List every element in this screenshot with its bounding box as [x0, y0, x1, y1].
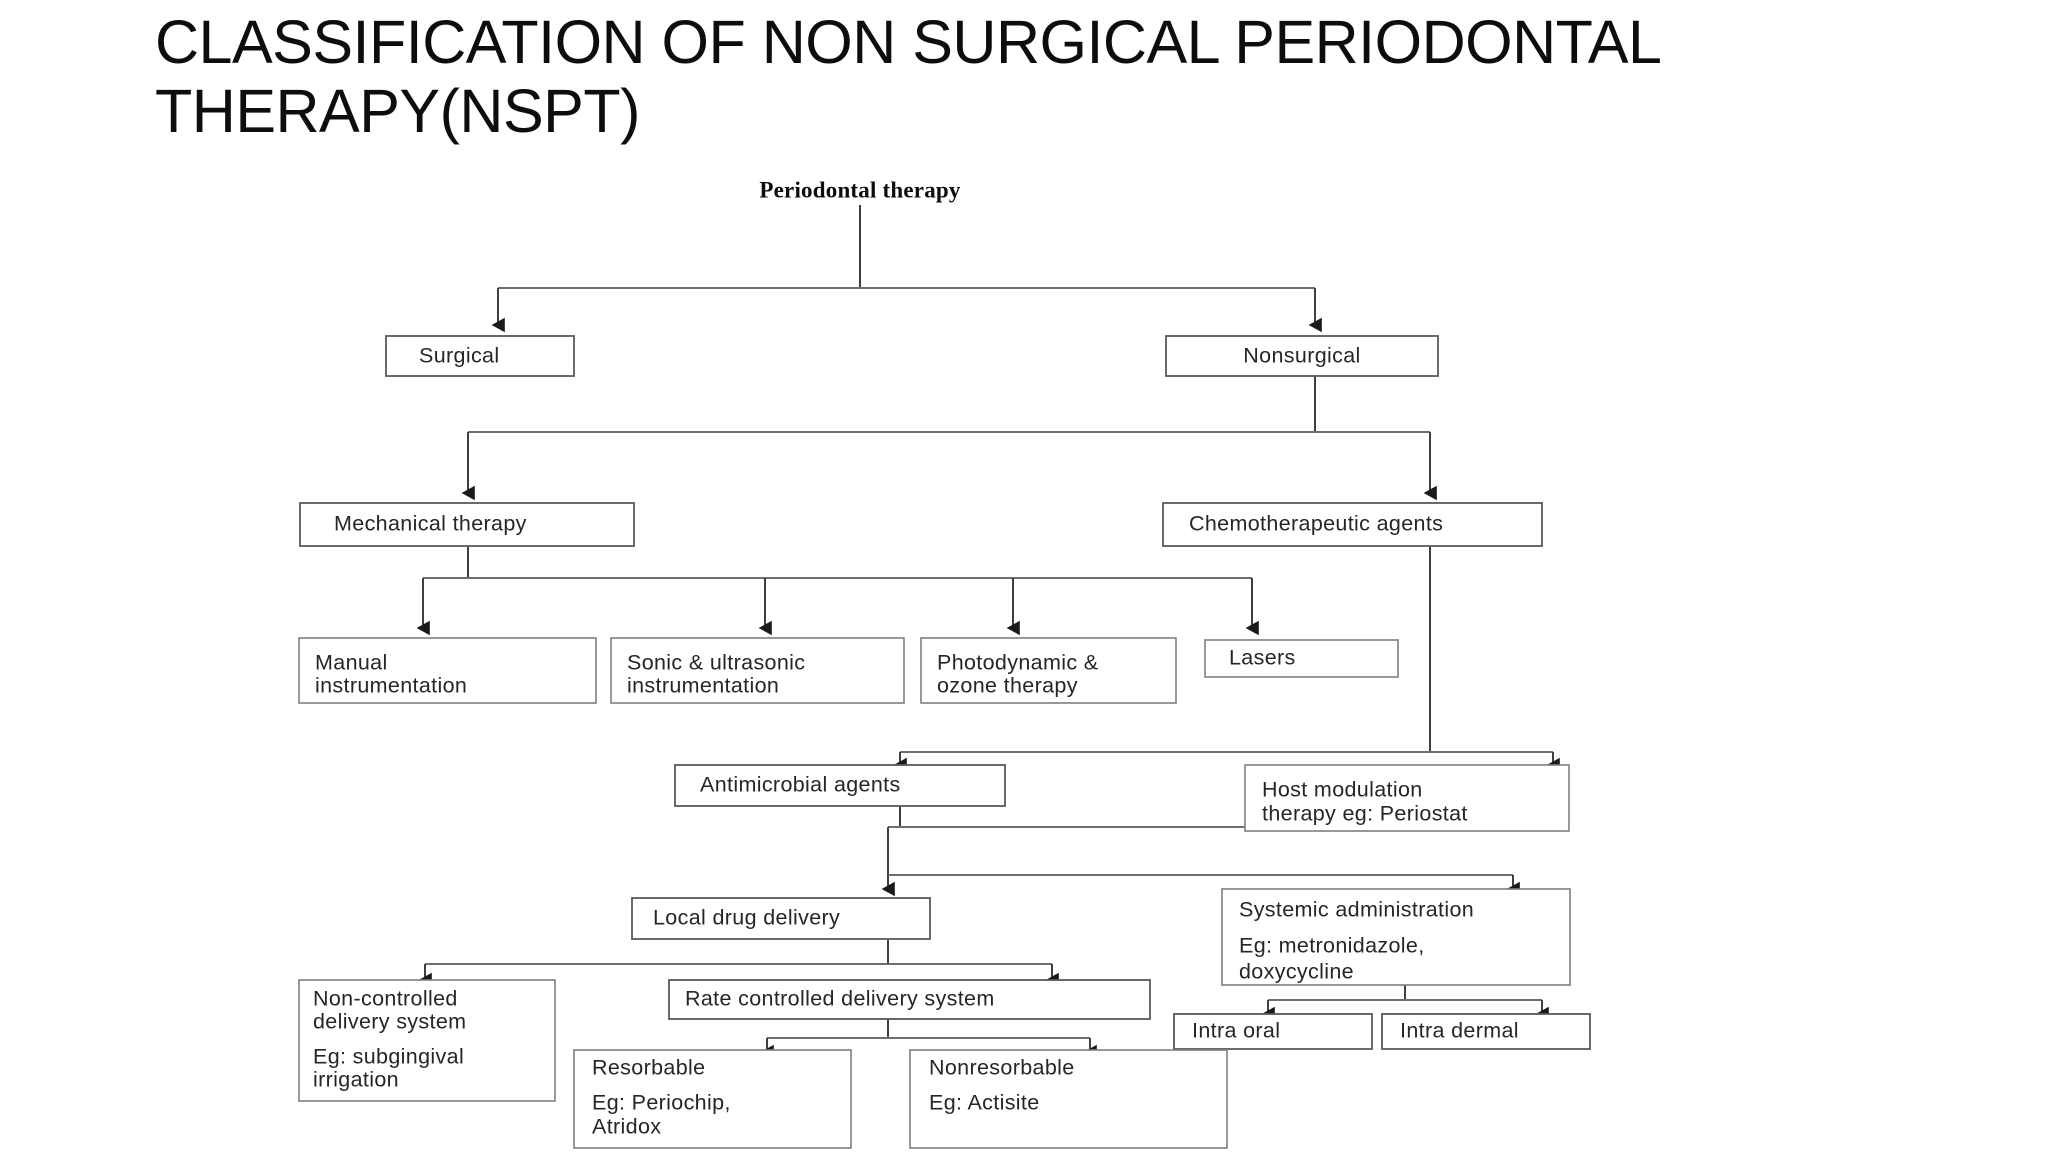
- node-photodynamic-ozone-therapy-box: [920, 637, 1177, 704]
- node-non-controlled-delivery-system-label-line3: Eg: subgingival: [313, 1045, 464, 1069]
- node-mechanical-therapy-label: Mechanical therapy: [334, 512, 527, 536]
- node-non-controlled-delivery-system-label-line2: delivery system: [313, 1010, 466, 1034]
- node-periodontal-therapy-label: Periodontal therapy: [759, 177, 960, 202]
- node-local-drug-delivery-label: Local drug delivery: [653, 906, 840, 930]
- node-host-modulation-therapy-box: [1244, 764, 1570, 832]
- node-nonsurgical-label: Nonsurgical: [1243, 344, 1360, 368]
- node-manual-instrumentation[interactable]: Manual instrumentation: [298, 637, 597, 704]
- node-chemotherapeutic-agents[interactable]: Chemotherapeutic agents: [1162, 502, 1543, 547]
- node-host-modulation-therapy[interactable]: Host modulation therapy eg: Periostat: [1244, 764, 1570, 832]
- node-sonic-ultrasonic-instrumentation[interactable]: Sonic & ultrasonic instrumentation: [610, 637, 905, 704]
- node-local-drug-delivery[interactable]: Local drug delivery: [631, 897, 931, 940]
- node-intra-dermal-label: Intra dermal: [1400, 1019, 1519, 1043]
- node-intra-oral-box: [1173, 1013, 1373, 1050]
- node-nonresorbable[interactable]: Nonresorbable Eg: Actisite: [909, 1049, 1228, 1149]
- node-local-drug-delivery-box: [631, 897, 931, 940]
- node-lasers[interactable]: Lasers: [1204, 639, 1399, 678]
- node-surgical-box: [385, 335, 575, 377]
- node-photodynamic-ozone-therapy-label-line1: Photodynamic &: [937, 651, 1098, 675]
- page-title: CLASSIFICATION OF NON SURGICAL PERIODONT…: [155, 8, 1675, 145]
- node-manual-instrumentation-box: [298, 637, 597, 704]
- node-photodynamic-ozone-therapy-label-line2: ozone therapy: [937, 674, 1078, 698]
- node-intra-oral-label: Intra oral: [1192, 1019, 1280, 1043]
- node-periodontal-therapy[interactable]: Periodontal therapy: [759, 177, 960, 202]
- node-rate-controlled-delivery-system-box: [668, 979, 1151, 1020]
- node-nonsurgical-box: [1165, 335, 1439, 377]
- node-systemic-administration-box: [1221, 888, 1571, 986]
- node-rate-controlled-delivery-system-label: Rate controlled delivery system: [685, 987, 995, 1011]
- node-resorbable[interactable]: Resorbable Eg: Periochip, Atridox: [573, 1049, 852, 1149]
- node-photodynamic-ozone-therapy[interactable]: Photodynamic & ozone therapy: [920, 637, 1177, 704]
- node-surgical-label: Surgical: [419, 344, 499, 368]
- node-intra-oral[interactable]: Intra oral: [1173, 1013, 1373, 1050]
- node-resorbable-label-line1: Resorbable: [592, 1056, 705, 1080]
- node-non-controlled-delivery-system-box: [298, 979, 556, 1102]
- node-lasers-label: Lasers: [1229, 646, 1296, 670]
- node-intra-dermal[interactable]: Intra dermal: [1381, 1013, 1591, 1050]
- node-resorbable-box: [573, 1049, 852, 1149]
- node-non-controlled-delivery-system-label-line4: irrigation: [313, 1068, 399, 1092]
- node-manual-instrumentation-label-line2: instrumentation: [315, 674, 467, 698]
- node-host-modulation-therapy-label-line2: therapy eg: Periostat: [1262, 802, 1468, 826]
- node-sonic-ultrasonic-instrumentation-box: [610, 637, 905, 704]
- node-rate-controlled-delivery-system[interactable]: Rate controlled delivery system: [668, 979, 1151, 1020]
- node-lasers-box: [1204, 639, 1399, 678]
- node-antimicrobial-agents-box: [674, 764, 1006, 807]
- node-antimicrobial-agents[interactable]: Antimicrobial agents: [674, 764, 1006, 807]
- node-resorbable-label-line2: Eg: Periochip,: [592, 1091, 731, 1115]
- node-manual-instrumentation-label-line1: Manual: [315, 651, 388, 675]
- node-mechanical-therapy[interactable]: Mechanical therapy: [299, 502, 635, 547]
- node-antimicrobial-agents-label: Antimicrobial agents: [700, 773, 901, 797]
- node-surgical[interactable]: Surgical: [385, 335, 575, 377]
- node-sonic-ultrasonic-instrumentation-label-line2: instrumentation: [627, 674, 779, 698]
- node-non-controlled-delivery-system-label-line1: Non-controlled: [313, 987, 458, 1011]
- node-resorbable-label-line3: Atridox: [592, 1115, 661, 1139]
- node-nonresorbable-box: [909, 1049, 1228, 1149]
- node-intra-dermal-box: [1381, 1013, 1591, 1050]
- node-mechanical-therapy-box: [299, 502, 635, 547]
- node-sonic-ultrasonic-instrumentation-label-line1: Sonic & ultrasonic: [627, 651, 805, 675]
- node-chemotherapeutic-agents-label: Chemotherapeutic agents: [1189, 512, 1443, 536]
- node-systemic-administration-label-line2: Eg: metronidazole,: [1239, 934, 1425, 958]
- node-host-modulation-therapy-label-line1: Host modulation: [1262, 778, 1423, 802]
- node-nonresorbable-label-line2: Eg: Actisite: [929, 1091, 1040, 1115]
- node-nonresorbable-label-line1: Nonresorbable: [929, 1056, 1075, 1080]
- node-non-controlled-delivery-system[interactable]: Non-controlled delivery system Eg: subgi…: [298, 979, 556, 1102]
- node-systemic-administration-label-line3: doxycycline: [1239, 960, 1354, 984]
- node-systemic-administration[interactable]: Systemic administration Eg: metronidazol…: [1221, 888, 1571, 986]
- node-nonsurgical[interactable]: Nonsurgical: [1165, 335, 1439, 377]
- node-systemic-administration-label-line1: Systemic administration: [1239, 898, 1474, 922]
- node-chemotherapeutic-agents-box: [1162, 502, 1543, 547]
